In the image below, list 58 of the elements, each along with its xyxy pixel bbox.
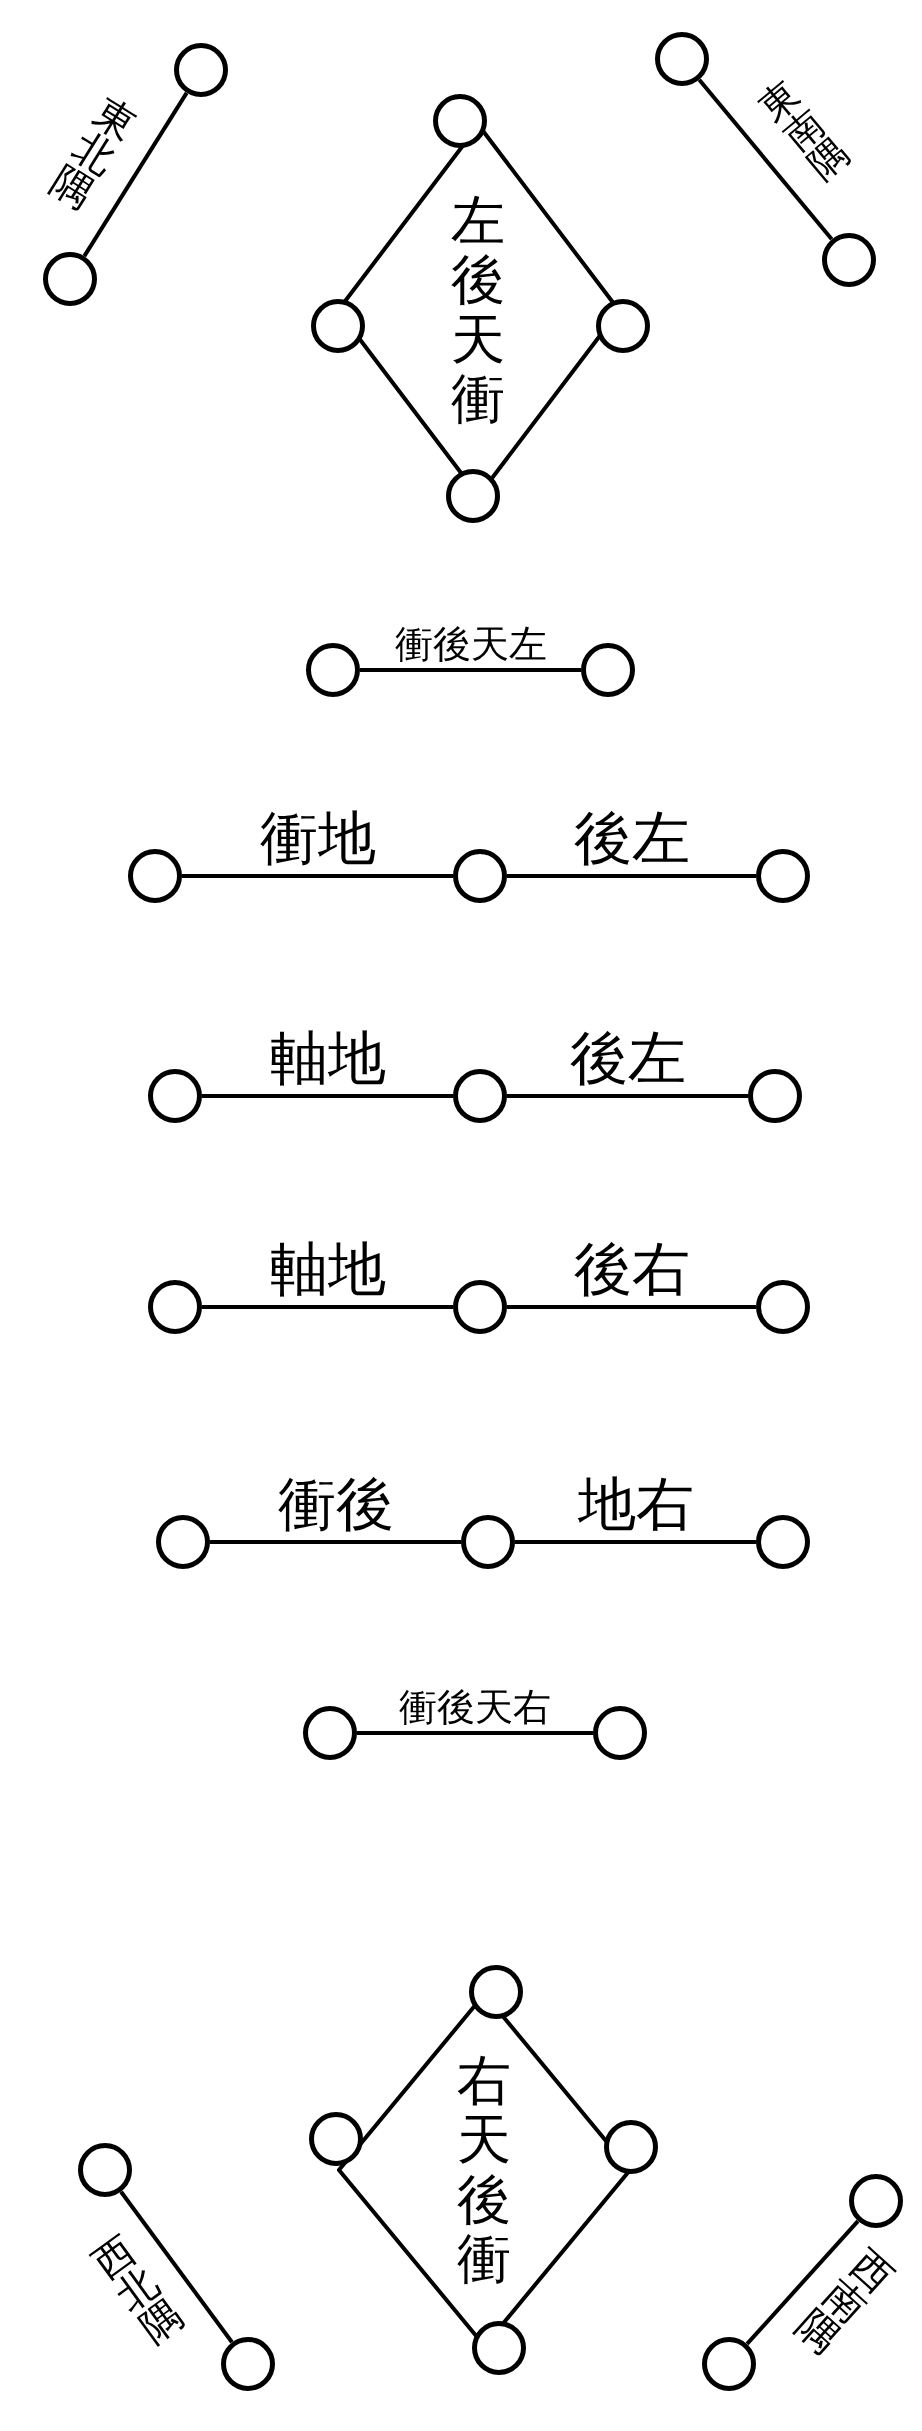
circle (174, 43, 228, 97)
circle (78, 2143, 132, 2197)
circle (306, 643, 360, 697)
connecting-line (507, 1094, 748, 1098)
connecting-line (745, 2219, 860, 2346)
circle (453, 849, 507, 903)
circle (756, 849, 810, 903)
circle (309, 2112, 363, 2166)
circle (303, 1706, 357, 1760)
circle (311, 299, 365, 353)
circle (748, 1069, 802, 1123)
circle (702, 2337, 756, 2391)
edge-label: 衝後天左 (393, 624, 548, 664)
circle (43, 252, 97, 306)
circle (453, 1069, 507, 1123)
circle (469, 1965, 523, 2019)
circle (596, 299, 650, 353)
circle (593, 1706, 647, 1760)
circle (148, 1280, 202, 1334)
edge-label: 軸地 (268, 1028, 387, 1088)
circle (756, 1515, 810, 1569)
diamond-label: 左後天衝 (451, 191, 505, 429)
circle (156, 1515, 210, 1569)
connecting-line (357, 1731, 593, 1735)
connecting-line (210, 1540, 461, 1544)
circle (581, 643, 635, 697)
edge-label: 衝後天右 (398, 1687, 552, 1727)
connecting-line (515, 1540, 756, 1544)
circle (221, 2337, 275, 2391)
edge-label: 軸地 (268, 1239, 387, 1299)
connecting-line (202, 1305, 453, 1309)
connecting-line (507, 1305, 756, 1309)
circle (128, 849, 182, 903)
circle (433, 94, 487, 148)
edge-label: 衝後 (276, 1474, 395, 1534)
circle (148, 1069, 202, 1123)
connecting-line (119, 2190, 234, 2344)
circle (604, 2120, 658, 2174)
circle (822, 233, 876, 287)
edge-label: 衝地 (258, 808, 377, 868)
circle (472, 2321, 526, 2375)
connecting-line (182, 874, 453, 878)
connecting-line (202, 1094, 453, 1098)
circle (756, 1280, 810, 1334)
connecting-line (697, 78, 834, 241)
connecting-line (82, 91, 189, 258)
diamond-label: 右天後衝 (457, 2051, 511, 2289)
edge-label: 後左 (568, 1028, 687, 1088)
connecting-line (360, 668, 581, 672)
connecting-line (507, 874, 756, 878)
edge-label: 地右 (576, 1474, 695, 1534)
edge-label: 後右 (572, 1239, 691, 1299)
circle (655, 32, 709, 86)
circle (453, 1280, 507, 1334)
edge-label: 後左 (572, 808, 691, 868)
circle (849, 2174, 903, 2228)
circle (461, 1515, 515, 1569)
circle (446, 469, 500, 523)
